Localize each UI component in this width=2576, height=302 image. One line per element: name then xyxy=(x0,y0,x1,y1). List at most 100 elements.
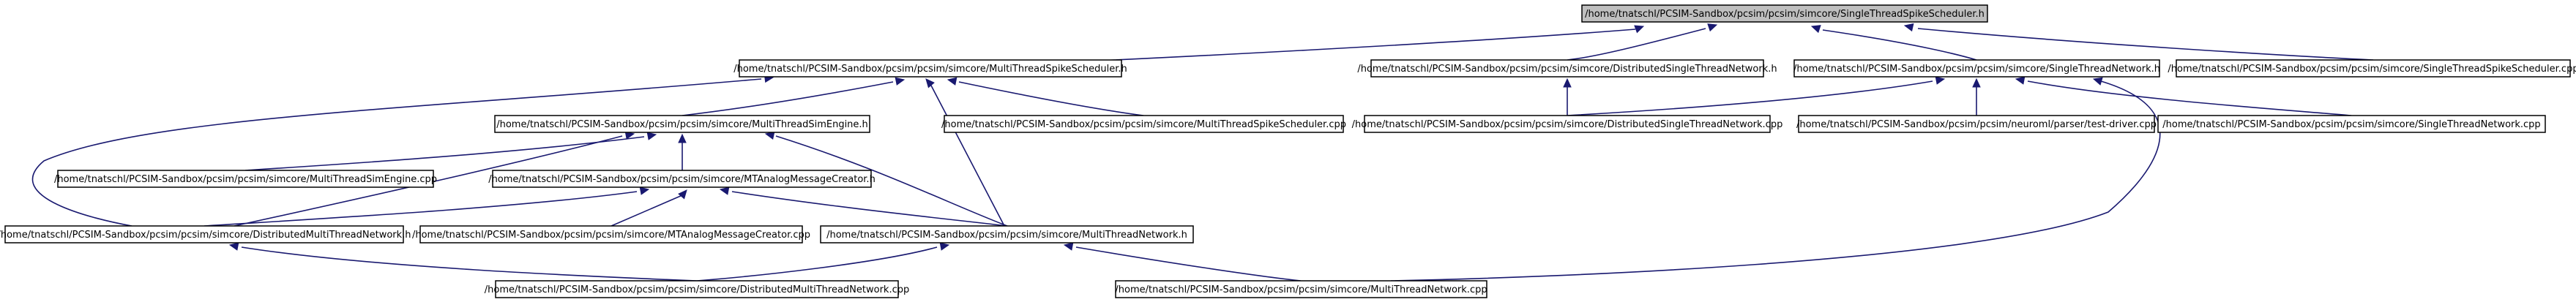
node-box xyxy=(492,170,872,188)
arrow-head-icon xyxy=(939,242,950,251)
node-label: /home/tnatschl/PCSIM-Sandbox/pcsim/pcsim… xyxy=(485,284,910,295)
edge-line xyxy=(244,136,645,171)
dependency-edge xyxy=(1810,25,1977,61)
edge-line xyxy=(2027,80,2352,116)
file-node[interactable]: /home/tnatschl/PCSIM-Sandbox/pcsim/pcsim… xyxy=(2157,115,2546,133)
arrow-head-icon xyxy=(2015,76,2026,85)
dependency-edge xyxy=(719,186,1008,227)
file-node[interactable]: /home/tnatschl/PCSIM-Sandbox/pcsim/pcsim… xyxy=(54,170,437,188)
node-box xyxy=(495,280,899,298)
arrow-head-icon xyxy=(1935,76,1946,85)
file-node[interactable]: /home/tnatschl/PCSIM-Sandbox/pcsim/pcsim… xyxy=(1357,59,1777,78)
node-box xyxy=(419,225,803,244)
node-box xyxy=(1370,59,1764,78)
edge-line xyxy=(731,191,1008,227)
node-box xyxy=(4,225,404,244)
edge-line xyxy=(1075,246,1302,282)
node-box xyxy=(57,170,434,188)
file-node[interactable]: /home/tnatschl/PCSIM-Sandbox/pcsim/pcsim… xyxy=(820,225,1194,244)
file-node[interactable]: /home/tnatschl/PCSIM-Sandbox/pcsim/pcsim… xyxy=(0,225,411,244)
node-label: /home/tnatschl/PCSIM-Sandbox/pcsim/pcsim… xyxy=(1796,119,2157,130)
edge-line xyxy=(611,195,683,227)
arrow-head-icon xyxy=(2092,77,2103,86)
file-node[interactable]: /home/tnatschl/PCSIM-Sandbox/pcsim/pcsim… xyxy=(941,115,1346,133)
node-label: /home/tnatschl/PCSIM-Sandbox/pcsim/pcsim… xyxy=(1357,64,1777,75)
arrow-head-icon xyxy=(1972,78,1981,88)
arrow-head-icon xyxy=(1634,25,1645,34)
node-box xyxy=(1581,4,1988,23)
arrow-head-icon xyxy=(228,242,239,251)
node-box xyxy=(2176,59,2571,78)
arrow-head-icon xyxy=(925,78,935,88)
dependency-edge xyxy=(1390,77,2161,282)
node-label: /home/tnatschl/PCSIM-Sandbox/pcsim/pcsim… xyxy=(1793,64,2160,75)
arrow-head-icon xyxy=(719,186,730,195)
node-box xyxy=(944,115,1344,133)
dependency-edge xyxy=(1903,23,2374,61)
node-label: /home/tnatschl/PCSIM-Sandbox/pcsim/pcsim… xyxy=(488,174,876,185)
arrow-head-icon xyxy=(646,132,657,140)
arrow-head-icon xyxy=(1563,78,1572,88)
dependency-edge xyxy=(244,132,657,171)
file-node[interactable]: /home/tnatschl/PCSIM-Sandbox/pcsim/pcsim… xyxy=(485,280,910,298)
file-node[interactable]: /home/tnatschl/PCSIM-Sandbox/pcsim/pcsim… xyxy=(733,59,1127,78)
dependency-edge xyxy=(228,242,698,282)
node-box xyxy=(1798,115,2155,133)
node-label: /home/tnatschl/PCSIM-Sandbox/pcsim/pcsim… xyxy=(0,230,411,241)
dependency-edge xyxy=(678,133,687,170)
file-node[interactable]: /home/tnatschl/PCSIM-Sandbox/pcsim/pcsim… xyxy=(494,115,870,133)
node-box xyxy=(494,115,870,133)
arrow-head-icon xyxy=(895,77,906,86)
node-label: /home/tnatschl/PCSIM-Sandbox/pcsim/pcsim… xyxy=(1115,284,1487,295)
dependency-edge xyxy=(1972,78,1981,116)
file-node[interactable]: /home/tnatschl/PCSIM-Sandbox/pcsim/pcsim… xyxy=(412,225,810,244)
edge-line xyxy=(31,78,762,227)
node-box xyxy=(820,225,1194,244)
dependency-edge xyxy=(2015,76,2352,116)
edge-line xyxy=(234,135,623,227)
arrow-head-icon xyxy=(639,186,650,195)
arrow-head-icon xyxy=(947,77,957,86)
edge-line xyxy=(1567,80,1933,116)
edge-line xyxy=(204,191,638,227)
node-label: /home/tnatschl/PCSIM-Sandbox/pcsim/pcsim… xyxy=(2162,119,2540,130)
node-label: /home/tnatschl/PCSIM-Sandbox/pcsim/pcsim… xyxy=(1352,119,1783,130)
node-label: /home/tnatschl/PCSIM-Sandbox/pcsim/pcsim… xyxy=(826,230,1187,241)
dependency-edge xyxy=(925,78,1005,227)
dependency-edge xyxy=(696,242,950,282)
node-label: /home/tnatschl/PCSIM-Sandbox/pcsim/pcsim… xyxy=(412,230,810,241)
edge-line xyxy=(682,81,894,116)
dependency-edge xyxy=(947,77,1144,116)
dependency-edge xyxy=(1563,78,1572,116)
arrow-head-icon xyxy=(678,189,687,200)
edge-line xyxy=(1567,28,1706,61)
edge-line xyxy=(696,246,938,282)
file-node[interactable]: /home/tnatschl/PCSIM-Sandbox/pcsim/pcsim… xyxy=(1115,280,1487,298)
arrow-head-icon xyxy=(1903,23,1914,32)
arrow-head-icon xyxy=(678,133,687,143)
arrow-head-icon xyxy=(1063,242,1074,251)
node-box xyxy=(1115,280,1487,298)
file-node[interactable]: /home/tnatschl/PCSIM-Sandbox/pcsim/pcsim… xyxy=(488,170,876,188)
edge-line xyxy=(775,135,1008,227)
dependency-edge xyxy=(682,77,906,116)
node-box xyxy=(739,59,1122,78)
node-label: /home/tnatschl/PCSIM-Sandbox/pcsim/pcsim… xyxy=(733,64,1127,75)
node-label: /home/tnatschl/PCSIM-Sandbox/pcsim/pcsim… xyxy=(496,119,868,130)
node-box xyxy=(1793,59,2160,78)
edge-line xyxy=(930,83,1005,227)
arrow-head-icon xyxy=(1810,25,1821,34)
file-node[interactable]: /home/tnatschl/PCSIM-Sandbox/pcsim/pcsim… xyxy=(1793,59,2160,78)
edge-line xyxy=(958,81,1144,116)
dependency-edge xyxy=(611,189,687,227)
file-node[interactable]: /home/tnatschl/PCSIM-Sandbox/pcsim/pcsim… xyxy=(2168,59,2576,78)
edge-line xyxy=(1822,29,1977,61)
dependency-edge xyxy=(1567,23,1718,61)
dependency-edge xyxy=(204,186,650,227)
file-node[interactable]: /home/tnatschl/PCSIM-Sandbox/pcsim/pcsim… xyxy=(1352,115,1783,133)
file-node[interactable]: /home/tnatschl/PCSIM-Sandbox/pcsim/pcsim… xyxy=(1796,115,2157,133)
arrow-head-icon xyxy=(1707,23,1718,32)
dependency-edge xyxy=(1567,76,1946,116)
